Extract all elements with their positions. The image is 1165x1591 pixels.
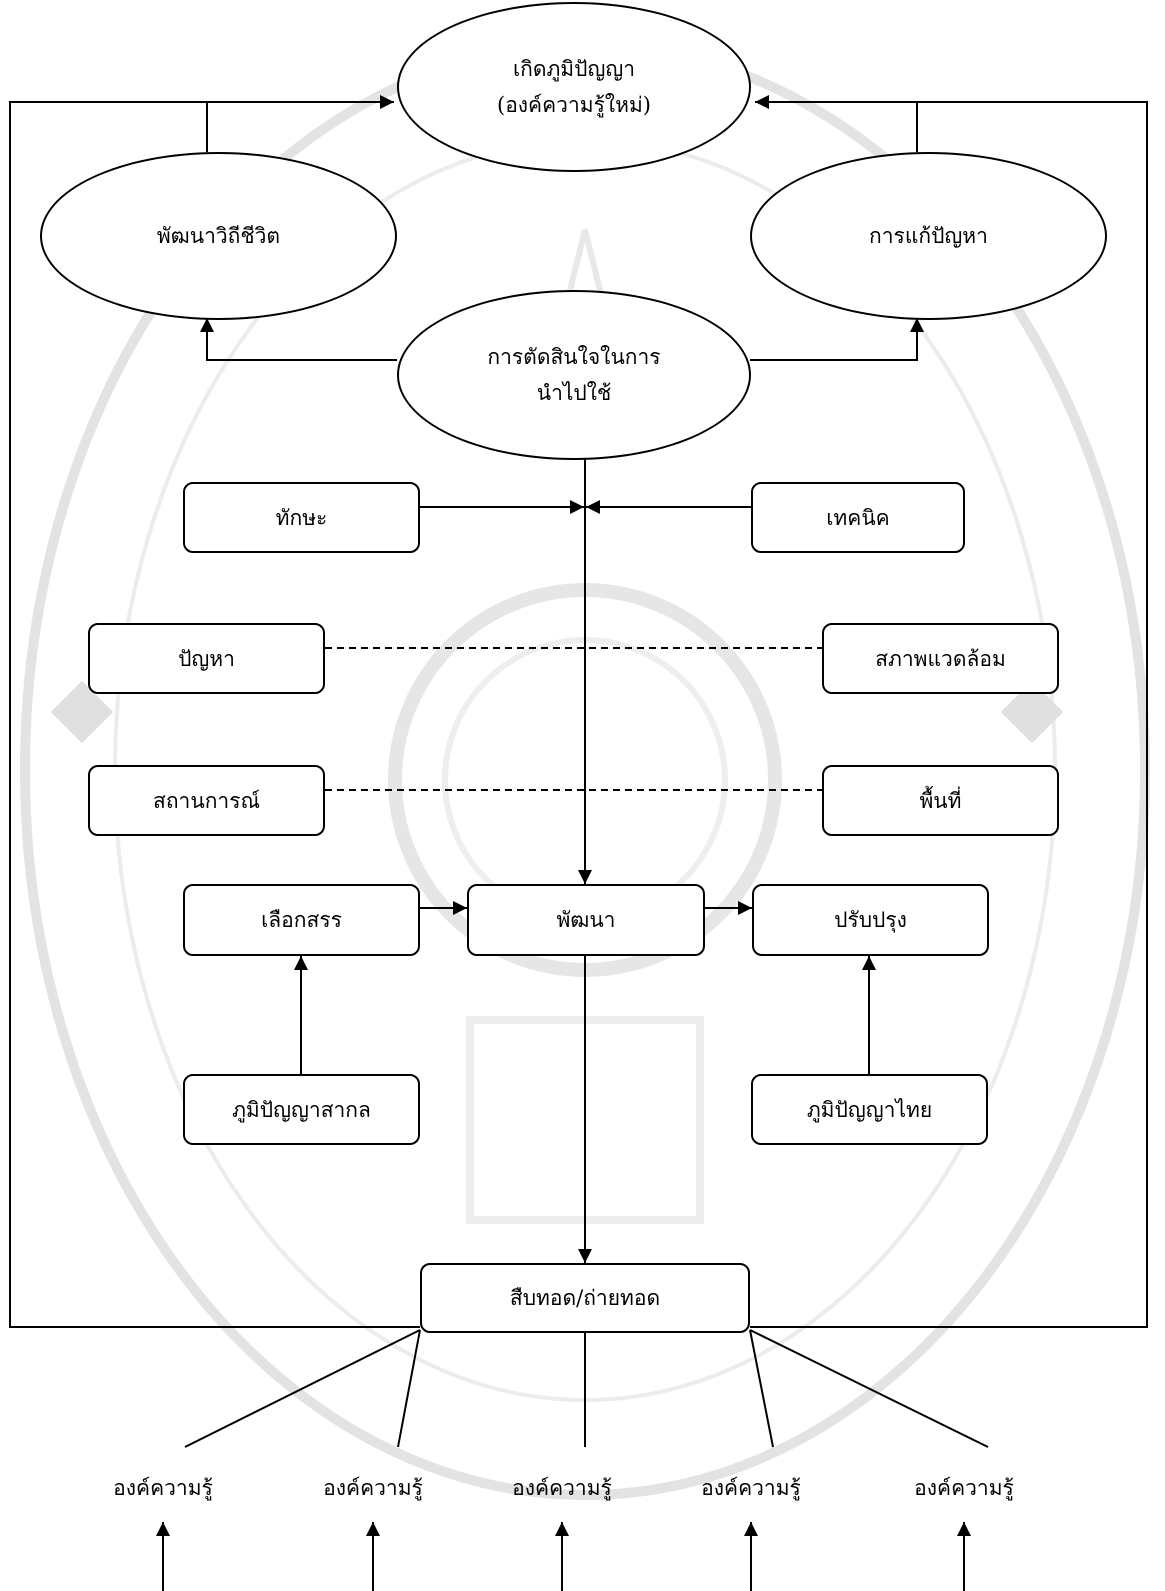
loop-right bbox=[750, 95, 1148, 1328]
skill-label: ทักษะ bbox=[275, 505, 328, 530]
inherit-transfer-label: สืบทอด/ถ่ายทอด bbox=[509, 1286, 661, 1310]
problem-solving-label: การแก้ปัญหา bbox=[869, 224, 988, 248]
lifestyle-label: พัฒนาวิถีชีวิต bbox=[156, 224, 281, 248]
problem-box: ปัญหา bbox=[88, 623, 325, 694]
area-box: พื้นที่ bbox=[822, 765, 1059, 836]
develop-box: พัฒนา bbox=[467, 884, 705, 956]
knowledge-label-5: องค์ความรู้ bbox=[914, 1476, 1014, 1500]
technique-label: เทคนิค bbox=[826, 505, 890, 530]
problem-label: ปัญหา bbox=[178, 646, 235, 671]
universal-wisdom-box: ภูมิปัญญาสากล bbox=[183, 1074, 420, 1145]
knowledge-label-1: องค์ความรู้ bbox=[113, 1476, 213, 1500]
knowledge-label-3: องค์ความรู้ bbox=[512, 1476, 612, 1500]
problem-solving-ellipse: การแก้ปัญหา bbox=[750, 152, 1107, 320]
select-label: เลือกสรร bbox=[261, 908, 342, 932]
new-knowledge-ellipse: เกิดภูมิปัญญา (องค์ความรู้ใหม่) bbox=[397, 2, 751, 172]
improve-box: ปรับปรุง bbox=[752, 884, 989, 956]
situation-box: สถานการณ์ bbox=[88, 765, 325, 836]
universal-wisdom-label: ภูมิปัญญาสากล bbox=[232, 1097, 371, 1122]
thai-wisdom-label: ภูมิปัญญาไทย bbox=[806, 1097, 933, 1122]
environment-box: สภาพแวดล้อม bbox=[822, 623, 1059, 694]
select-box: เลือกสรร bbox=[183, 884, 420, 956]
technique-box: เทคนิค bbox=[751, 482, 965, 553]
knowledge-label-2: องค์ความรู้ bbox=[323, 1476, 423, 1500]
skill-box: ทักษะ bbox=[183, 482, 420, 553]
new-knowledge-line1: เกิดภูมิปัญญา bbox=[512, 57, 636, 81]
new-knowledge-line2: (องค์ความรู้ใหม่) bbox=[497, 93, 651, 117]
lifestyle-ellipse: พัฒนาวิถีชีวิต bbox=[40, 152, 397, 320]
decision-line2: นำไปใช้ bbox=[536, 381, 612, 405]
inherit-transfer-box: สืบทอด/ถ่ายทอด bbox=[420, 1263, 750, 1333]
environment-label: สภาพแวดล้อม bbox=[875, 646, 1006, 671]
decision-line1: การตัดสินใจในการ bbox=[487, 345, 661, 369]
improve-label: ปรับปรุง bbox=[834, 908, 907, 932]
area-label: พื้นที่ bbox=[919, 788, 962, 813]
situation-label: สถานการณ์ bbox=[153, 788, 260, 813]
thai-wisdom-box: ภูมิปัญญาไทย bbox=[751, 1074, 988, 1145]
loop-left bbox=[9, 95, 420, 1328]
develop-label: พัฒนา bbox=[556, 908, 616, 932]
decision-ellipse: การตัดสินใจในการ นำไปใช้ bbox=[397, 290, 751, 460]
knowledge-label-4: องค์ความรู้ bbox=[701, 1476, 801, 1500]
